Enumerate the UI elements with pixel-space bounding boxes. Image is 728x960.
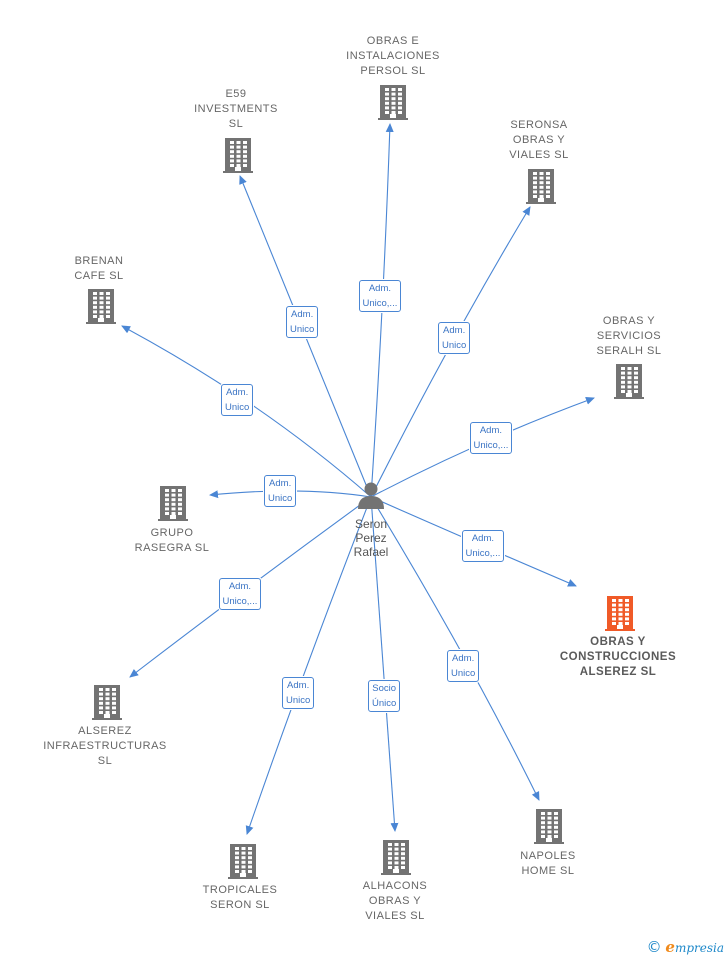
company-building-icon-grupo-rasegra[interactable] xyxy=(158,486,188,521)
copyright-symbol: © xyxy=(646,938,662,956)
edges-layer xyxy=(121,123,595,835)
company-name-e59-investments[interactable]: E59 INVESTMENTS SL xyxy=(194,88,278,130)
company-name-seronsa[interactable]: SERONSA OBRAS Y VIALES SL xyxy=(509,119,569,161)
edge-label-brenan-cafe[interactable]: Adm. Unico xyxy=(221,384,254,416)
company-name-alhacons[interactable]: ALHACONS OBRAS Y VIALES SL xyxy=(362,880,428,922)
company-name-brenan-cafe[interactable]: BRENAN CAFE SL xyxy=(74,255,124,282)
edge-label-alhacons[interactable]: Socio Único xyxy=(368,680,401,712)
edge-label-obras-y-servicios[interactable]: Adm. Unico,... xyxy=(469,422,513,454)
edge-label-e59-investments[interactable]: Adm. Unico xyxy=(286,306,319,338)
company-building-icon-brenan-cafe[interactable] xyxy=(86,289,116,324)
company-name-obras-y-servicios[interactable]: OBRAS Y SERVICIOS SERALH SL xyxy=(596,315,662,357)
company-building-icon-seronsa[interactable] xyxy=(526,169,556,204)
company-building-icon-obras-y-servicios[interactable] xyxy=(614,364,644,399)
company-name-napoles-home[interactable]: NAPOLES HOME SL xyxy=(520,850,576,877)
company-building-icon-napoles-home[interactable] xyxy=(534,809,564,844)
company-name-obras-e-instalaciones[interactable]: OBRAS E INSTALACIONES PERSOL SL xyxy=(346,35,440,77)
icons-layer xyxy=(86,85,644,879)
edge-label-obras-y-construcciones[interactable]: Adm. Unico,... xyxy=(461,530,505,562)
company-name-obras-y-construcciones[interactable]: OBRAS Y CONSTRUCCIONES ALSEREZ SL xyxy=(559,636,677,678)
company-name-tropicales-seron[interactable]: TROPICALES SERON SL xyxy=(202,884,278,911)
person-icon[interactable] xyxy=(358,482,384,510)
company-building-icon-obras-e-instalaciones[interactable] xyxy=(378,85,408,120)
company-building-icon-obras-y-construcciones[interactable] xyxy=(605,596,635,631)
company-building-icon-tropicales-seron[interactable] xyxy=(228,844,258,879)
company-name-grupo-rasegra[interactable]: GRUPO RASEGRA SL xyxy=(134,527,210,554)
company-name-alserez-infra[interactable]: ALSEREZ INFRAESTRUCTURAS SL xyxy=(43,725,167,767)
brand-footer[interactable]: © empresia xyxy=(647,938,724,956)
company-building-icon-e59-investments[interactable] xyxy=(223,138,253,173)
brand-logo-initial: e xyxy=(665,938,675,956)
brand-logo-text: mpresia xyxy=(674,941,724,955)
edge-label-obras-e-instalaciones[interactable]: Adm. Unico,... xyxy=(358,280,402,312)
edge-label-grupo-rasegra[interactable]: Adm. Unico xyxy=(264,475,297,507)
edge-alhacons xyxy=(370,496,399,832)
edge-brenan-cafe xyxy=(121,325,372,498)
company-building-icon-alserez-infra[interactable] xyxy=(92,685,122,720)
edge-label-alserez-infra[interactable]: Adm. Unico,... xyxy=(218,578,262,610)
edge-label-seronsa[interactable]: Adm. Unico xyxy=(438,322,471,354)
company-building-icon-alhacons[interactable] xyxy=(381,840,411,875)
edge-label-tropicales-seron[interactable]: Adm. Unico xyxy=(282,677,315,709)
edge-label-napoles-home[interactable]: Adm. Unico xyxy=(447,650,480,682)
center-person-name[interactable]: Seron Perez Rafael xyxy=(353,517,389,559)
edge-tropicales-seron xyxy=(245,496,372,835)
